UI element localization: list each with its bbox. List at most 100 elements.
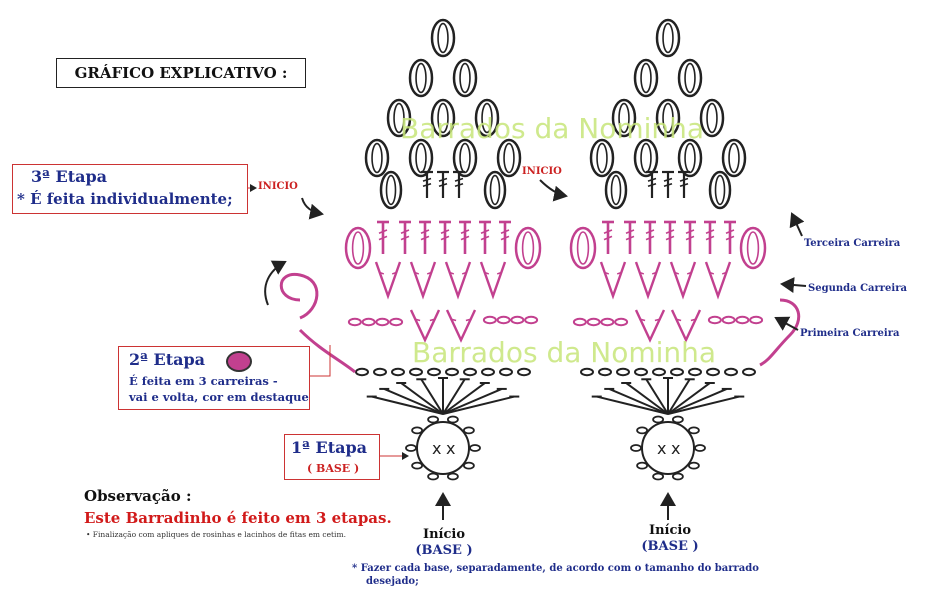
treble-stitch-slash	[460, 229, 470, 234]
fan-stitch	[442, 395, 515, 415]
base-chain	[411, 426, 424, 435]
chain-stitch	[670, 367, 684, 377]
puff-stitch	[655, 98, 681, 138]
row-arrow	[774, 316, 799, 331]
base-x-mark: x	[671, 439, 680, 458]
v-stitch-slash	[448, 271, 455, 275]
puff-stitch-inner	[662, 22, 674, 54]
observation-heading: Observação :	[84, 487, 192, 505]
v-stitch-slash	[675, 318, 682, 322]
treble-stitch-slash	[685, 229, 695, 234]
v-stitch	[634, 261, 662, 300]
chain-stitch	[389, 317, 404, 327]
row-label-third: Terceira Carreira	[804, 238, 901, 249]
chain-stitch	[749, 315, 764, 325]
stage1-subtitle: ( BASE )	[307, 462, 360, 475]
treble-stitch-slash	[603, 235, 613, 241]
treble-stitch-slash	[665, 229, 675, 234]
puff-stitch-inner	[684, 142, 696, 174]
pink-swirl	[279, 273, 319, 320]
puff-stitch-inner	[521, 231, 535, 265]
puff-stitch-inner	[728, 142, 740, 174]
puff-stitch	[364, 138, 390, 178]
v-stitch-slash	[673, 271, 680, 275]
base-chain	[687, 426, 700, 435]
puff-stitch-inner	[640, 62, 652, 94]
puff-stitch-inner	[459, 62, 471, 94]
puff-stitch	[677, 138, 703, 178]
stage3-inicio-label: INICIO	[258, 181, 298, 192]
row-label-second: Segunda Carreira	[808, 283, 907, 294]
watermark-bottom: Barrados da Nominha	[412, 336, 717, 369]
pink-swirl	[759, 298, 801, 367]
chain-stitch	[721, 315, 736, 325]
row-label-first: Primeira Carreira	[800, 328, 900, 339]
fan-stitch	[420, 378, 444, 415]
base-chain	[652, 415, 665, 424]
chain-stitch	[391, 367, 405, 377]
stage2-box: 2ª Etapa É feita em 3 carreiras - vai e …	[118, 346, 310, 410]
treble-stitch-slash	[422, 177, 432, 182]
v-stitch-slash	[391, 271, 398, 275]
v-stitch	[409, 261, 437, 300]
base-chain	[671, 415, 684, 424]
puff-stitch	[483, 170, 507, 210]
stage3-title: 3ª Etapa	[31, 167, 107, 186]
v-stitch-slash	[690, 318, 697, 322]
pink-swirl	[298, 328, 356, 374]
treble-stitch-slash	[480, 235, 490, 241]
puff-stitch-inner	[662, 102, 674, 134]
v-stitch-slash	[429, 318, 436, 322]
base-chain	[446, 472, 459, 481]
treble-stitch-slash	[500, 229, 510, 234]
fan-stitch	[442, 378, 466, 415]
treble-stitch-slash	[422, 182, 432, 188]
v-stitch-slash	[483, 271, 490, 275]
puff-stitch-inner	[415, 62, 427, 94]
stage2-line2: vai e volta, cor em destaque	[129, 390, 309, 404]
puff-stitch	[611, 98, 637, 138]
base-chain	[446, 415, 459, 424]
chain-stitch	[598, 367, 612, 377]
treble-stitch-slash	[420, 229, 430, 234]
v-stitch-slash	[639, 318, 646, 322]
chain-stitch	[724, 367, 738, 377]
chain-stitch	[409, 367, 423, 377]
puff-stitch-inner	[371, 142, 383, 174]
chain-stitch	[499, 367, 513, 377]
chain-stitch	[482, 315, 497, 325]
treble-stitch-slash	[725, 229, 735, 234]
treble-stitch-slash	[400, 235, 410, 241]
v-stitch	[669, 261, 697, 300]
fan-stitch	[667, 382, 711, 415]
chain-stitch	[735, 315, 750, 325]
treble-stitch-slash	[679, 182, 689, 188]
fan-stitch	[667, 395, 740, 415]
base-chain	[469, 444, 481, 452]
v-stitch-slash	[638, 271, 645, 275]
stage2-title: 2ª Etapa	[129, 350, 205, 369]
puff-stitch-inner	[684, 62, 696, 94]
direction-arrow	[264, 260, 287, 306]
base-chain	[405, 444, 417, 452]
stage3-box: 3ª Etapa * É feita individualmente;	[12, 164, 248, 214]
puff-stitch-inner	[746, 231, 760, 265]
note-line2: desejado;	[366, 576, 419, 587]
v-stitch-slash	[465, 318, 472, 322]
treble-stitch-slash	[500, 235, 510, 241]
puff-stitch	[496, 138, 522, 178]
row-arrow	[789, 212, 805, 237]
v-stitch-slash	[651, 271, 658, 275]
v-stitch-slash	[654, 318, 661, 322]
treble-stitch-slash	[705, 229, 715, 234]
treble-stitch-slash	[400, 229, 410, 234]
treble-stitch-slash	[438, 177, 448, 182]
fan-stitch	[625, 382, 669, 415]
puff-stitch-inner	[714, 174, 726, 206]
chain-stitch	[634, 367, 648, 377]
treble-stitch-slash	[647, 182, 657, 188]
base-ring	[641, 421, 695, 475]
chain-stitch	[355, 367, 369, 377]
puff-stitch-inner	[351, 231, 365, 265]
